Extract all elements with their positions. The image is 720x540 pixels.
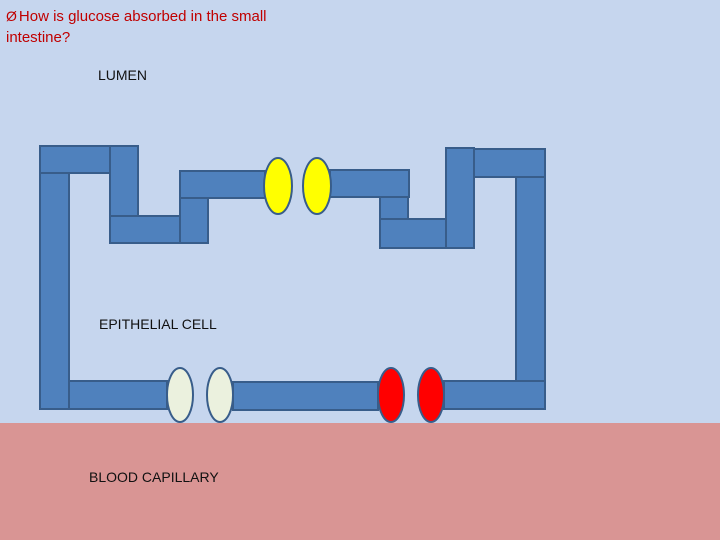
membrane-top-right-cap <box>473 148 546 178</box>
basal-transport-protein-pale-right <box>206 367 234 423</box>
membrane-top-right-ledge <box>329 169 410 198</box>
membrane-right-wall <box>515 176 546 382</box>
membrane-left-wall <box>39 145 70 410</box>
blood-capillary-region <box>0 423 720 540</box>
bullet-arrow-icon: Ø <box>6 8 17 24</box>
basal-transport-protein-red-right <box>417 367 445 423</box>
membrane-top-right-riser <box>379 196 409 220</box>
basal-transport-protein-pale-left <box>166 367 194 423</box>
lumen-label: LUMEN <box>98 67 148 83</box>
membrane-bottom-middle <box>232 381 379 411</box>
apical-transport-protein-left <box>263 157 293 215</box>
membrane-top-right-step-vertical <box>445 147 475 249</box>
membrane-top-left-cap <box>39 145 111 174</box>
membrane-top-right-step-horizontal <box>379 218 447 249</box>
blood-capillary-label: BLOOD CAPILLARY <box>89 469 219 485</box>
apical-transport-protein-right <box>302 157 332 215</box>
title-question: How is glucose absorbed in the small int… <box>6 8 267 46</box>
membrane-top-left-step-vertical <box>109 145 139 217</box>
membrane-bottom-left <box>68 380 168 410</box>
membrane-top-left-riser <box>179 197 209 244</box>
membrane-bottom-right <box>443 380 546 410</box>
membrane-top-left-ledge <box>179 170 266 199</box>
basal-transport-protein-red-left <box>377 367 405 423</box>
membrane-top-left-step-horizontal <box>109 215 181 244</box>
epithelial-cell-label: EPITHELIAL CELL <box>99 316 217 332</box>
